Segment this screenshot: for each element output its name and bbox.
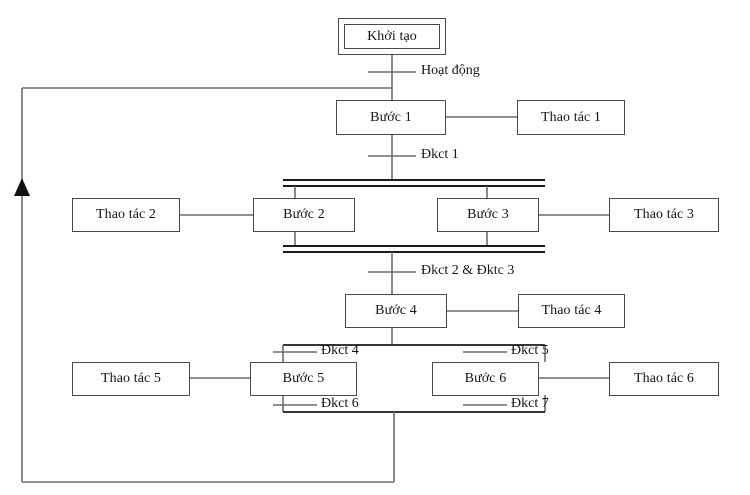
- step-box-1[interactable]: Bước 1: [336, 100, 446, 135]
- action-box-4[interactable]: Thao tác 4: [518, 294, 625, 328]
- transition-label-23: Đkct 2 & Đktc 3: [421, 263, 515, 278]
- transition-label-4: Đkct 4: [321, 343, 359, 358]
- step-box-init[interactable]: Khởi tạo: [338, 18, 446, 55]
- action-box-3[interactable]: Thao tác 3: [609, 198, 719, 232]
- loop-arrowhead-icon: [14, 178, 30, 196]
- action-box-6[interactable]: Thao tác 6: [609, 362, 719, 396]
- transition-label-1: Đkct 1: [421, 147, 459, 162]
- transition-label-7: Đkct 7: [511, 396, 549, 411]
- transition-label-6: Đkct 6: [321, 396, 359, 411]
- step-box-5[interactable]: Bước 5: [250, 362, 357, 396]
- action-box-2[interactable]: Thao tác 2: [72, 198, 180, 232]
- step-box-2[interactable]: Bước 2: [253, 198, 355, 232]
- step-box-4[interactable]: Bước 4: [345, 294, 447, 328]
- action-box-1[interactable]: Thao tác 1: [517, 100, 625, 135]
- action-box-5[interactable]: Thao tác 5: [72, 362, 190, 396]
- step-box-3[interactable]: Bước 3: [437, 198, 539, 232]
- step-box-6[interactable]: Bước 6: [432, 362, 539, 396]
- transition-label-5: Đkct 5: [511, 343, 549, 358]
- transition-label-start: Hoạt động: [421, 63, 480, 78]
- step-label-init: Khởi tạo: [344, 24, 440, 49]
